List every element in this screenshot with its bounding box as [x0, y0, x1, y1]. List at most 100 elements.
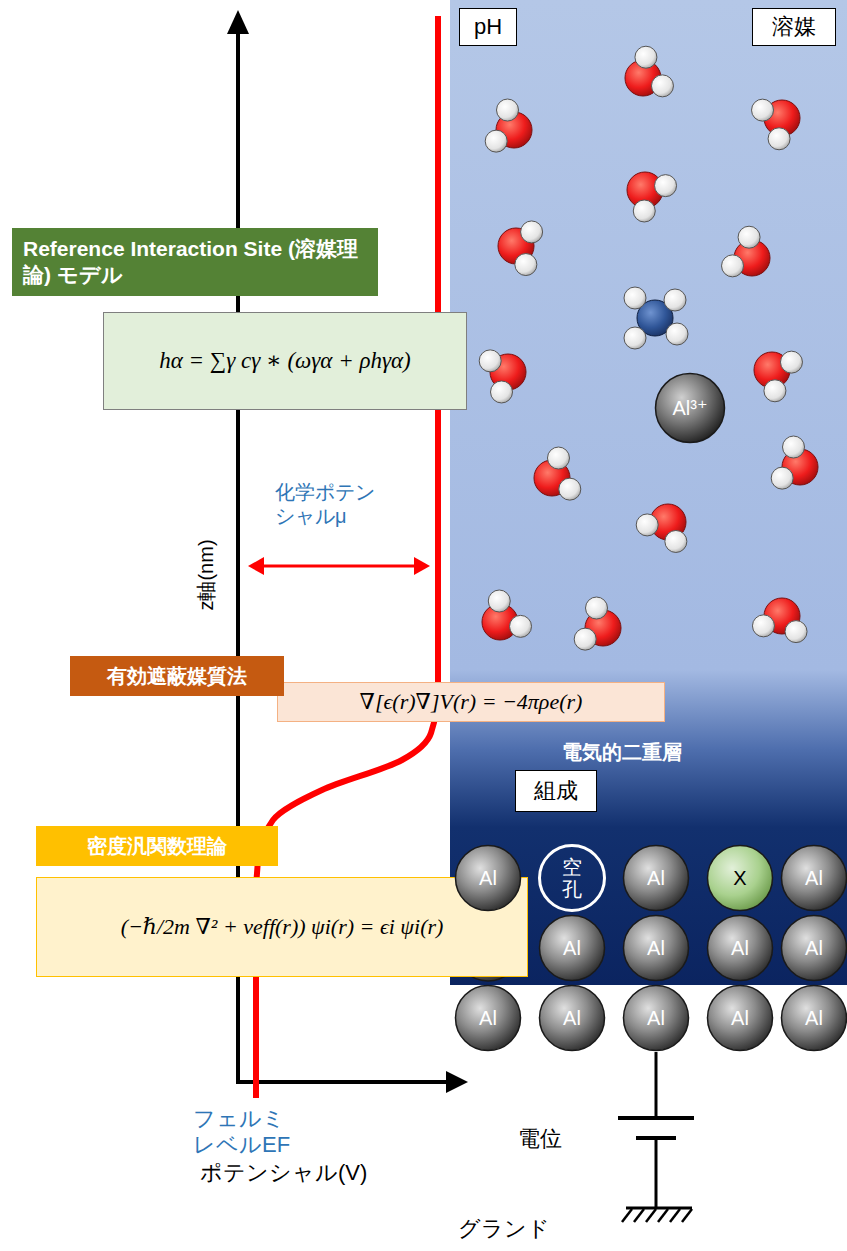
solution-panel	[450, 0, 847, 985]
hydrogen-atom	[586, 597, 608, 619]
method-header: 密度汎関数理論	[36, 826, 278, 866]
ammonium-ion	[624, 287, 688, 349]
hatch-stroke	[646, 1209, 656, 1222]
axis-arrowhead	[227, 10, 249, 34]
hatch-stroke	[658, 1209, 668, 1222]
axis-label: z軸(nm)	[194, 539, 218, 610]
wire	[655, 1052, 658, 1118]
water-molecule	[722, 226, 770, 277]
hydrogen-atom	[651, 75, 673, 97]
method-header: 有効遮蔽媒質法	[70, 656, 284, 696]
ph-box: pH	[459, 8, 517, 46]
water-molecule	[625, 46, 673, 97]
hatch-stroke	[670, 1209, 680, 1222]
atom-label: Al	[731, 936, 749, 961]
circle-fill	[624, 986, 689, 1051]
circle-fill	[782, 846, 847, 911]
hydrogen-atom	[780, 351, 802, 373]
hydrogen-atom	[547, 447, 569, 469]
hydrogen-atom	[515, 254, 537, 276]
water-molecule	[754, 351, 802, 402]
hydrogen-atom	[722, 255, 744, 277]
hatch-stroke	[634, 1209, 644, 1222]
hydrogen-atom	[488, 590, 510, 612]
box-text: hα = ∑γ cγ ∗ (ωγα + ρhγα)	[159, 347, 411, 376]
hydrogen-atom	[666, 323, 688, 345]
aluminium-atom: Al	[706, 984, 774, 1052]
hydrogen-atom	[624, 327, 646, 349]
equation-box: (−ℏ/2m ∇² + veff(r)) ψi(r) = ϵi ψi(r)	[36, 877, 528, 977]
circle-fill	[540, 846, 605, 911]
arrowhead	[414, 557, 430, 575]
water-molecule	[485, 99, 532, 152]
aluminium-atom: Al	[780, 914, 847, 982]
axis-label: ポテンシャル(V)	[200, 1160, 367, 1186]
aluminium-atom: Al	[538, 984, 606, 1052]
hydrogen-atom	[665, 530, 687, 552]
circle-fill	[656, 374, 725, 443]
wire	[655, 1138, 658, 1208]
circle-fill	[782, 986, 847, 1051]
composition-box: 組成	[515, 770, 597, 812]
hydrogen-atom	[491, 381, 513, 403]
water-molecule	[752, 598, 807, 643]
ground-label: グランド	[458, 1216, 550, 1242]
atom-label: Al	[805, 936, 823, 961]
hydrogen-atom	[497, 99, 519, 121]
circle-fill	[782, 916, 847, 981]
hydrogen-atom	[785, 621, 807, 643]
hydrogen-atom	[624, 287, 646, 309]
hydrogen-atom	[738, 226, 760, 248]
aluminium-atom: Al	[454, 844, 522, 912]
arrowhead	[248, 557, 264, 575]
chemical-potential-arrow	[258, 565, 420, 568]
hatch-stroke	[682, 1209, 692, 1222]
hydrogen-atom	[636, 514, 658, 536]
circle-fill	[708, 986, 773, 1051]
aluminium-atom: Al	[622, 984, 690, 1052]
hydrogen-atom	[752, 99, 774, 121]
equation-box: hα = ∑γ cγ ∗ (ωγα + ρhγα)	[103, 312, 467, 410]
hydrogen-atom	[521, 221, 543, 243]
quantity-label: 化学ポテンシャルμ	[275, 480, 375, 528]
aluminium-atom: Al	[538, 914, 606, 982]
region-label: 電気的二重層	[562, 740, 682, 764]
atom-label: Al	[647, 1006, 665, 1031]
atom-label: Al³⁺	[673, 396, 708, 421]
atom-label: Al	[731, 1006, 749, 1031]
water-molecule	[627, 172, 677, 222]
atom-label: X	[733, 866, 746, 891]
hydrogen-atom	[752, 615, 774, 637]
hydrogen-atom	[771, 467, 793, 489]
hydrogen-atom	[635, 46, 657, 68]
method-header: Reference Interaction Site (溶媒理論) モデル	[12, 228, 378, 296]
water-molecule	[771, 436, 818, 489]
hatch-stroke	[622, 1209, 632, 1222]
box-text: (−ℏ/2m ∇² + veff(r)) ψi(r) = ϵi ψi(r)	[121, 913, 444, 941]
equation-box: ∇[ϵ(r)∇]V(r) = −4πρe(r)	[277, 682, 665, 722]
atom-label: Al	[805, 866, 823, 891]
box-text: 有効遮蔽媒質法	[107, 664, 247, 689]
atom-label: Al	[647, 866, 665, 891]
hydrogen-atom	[768, 128, 790, 150]
aluminium-atom: Al	[780, 844, 847, 912]
hydrogen-atom	[655, 175, 677, 197]
circle-fill	[456, 846, 521, 911]
water-molecule	[482, 590, 532, 640]
atom-label: Al	[563, 936, 581, 961]
atom-label: 空孔	[562, 856, 582, 900]
atom-label: Al	[563, 1006, 581, 1031]
ground-hatch	[622, 1209, 692, 1222]
aluminium-atom: Al	[622, 844, 690, 912]
solvent-box: 溶媒	[752, 8, 836, 46]
water-molecule	[498, 221, 543, 276]
box-text: 密度汎関数理論	[87, 834, 227, 859]
potential-label: 電位	[518, 1126, 562, 1152]
box-text: 溶媒	[772, 13, 816, 41]
hydrogen-atom	[574, 628, 596, 650]
aluminium-atom: Al	[706, 914, 774, 982]
atom-label: Al	[647, 936, 665, 961]
hydrogen-atom	[479, 350, 501, 372]
water-molecule	[534, 447, 581, 500]
fermi-level-label: フェルミ レベルEF	[193, 1106, 305, 1159]
